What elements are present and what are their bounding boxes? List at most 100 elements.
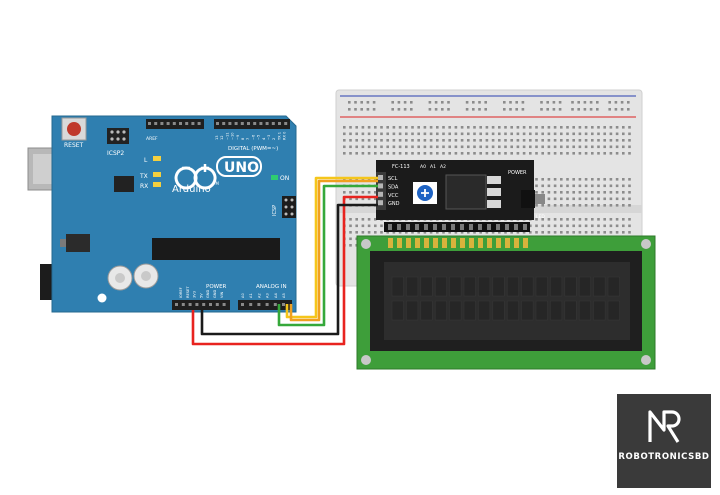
- breadboard-hole: [552, 101, 556, 104]
- analog-pin-label: A4: [274, 293, 278, 298]
- breadboard-hole: [467, 145, 470, 149]
- breadboard-hole: [367, 132, 371, 136]
- breadboard-hole: [529, 132, 532, 136]
- breadboard-hole: [591, 178, 594, 181]
- tx-led-label: TX: [139, 173, 148, 180]
- breadboard-hole: [541, 224, 544, 228]
- breadboard-hole: [591, 204, 594, 207]
- breadboard-hole: [628, 152, 631, 155]
- breadboard-hole: [535, 184, 538, 188]
- breadboard-hole: [485, 132, 489, 136]
- power-pin-label: GND: [213, 290, 217, 298]
- breadboard-hole: [628, 231, 631, 234]
- breadboard-hole: [436, 152, 439, 155]
- breadboard-hole: [535, 191, 538, 194]
- breadboard-hole: [529, 145, 532, 149]
- lcd-cell: [420, 300, 433, 321]
- i2c-pin-header: [376, 172, 386, 210]
- header-pin: [253, 122, 257, 125]
- breadboard-hole: [361, 191, 365, 194]
- breadboard-hole: [349, 197, 352, 201]
- wire-5v-red: [191, 195, 378, 346]
- lcd-pin: [478, 238, 483, 248]
- lcd-cell: [593, 300, 606, 321]
- fc113-label: FC-113: [392, 164, 410, 170]
- breadboard-hole: [411, 126, 414, 129]
- breadboard-hole: [628, 218, 631, 221]
- wire-scl-orange: [289, 179, 378, 322]
- header-pin: [197, 122, 201, 125]
- breadboard-hole: [515, 108, 518, 111]
- breadboard-hole: [571, 108, 574, 111]
- breadboard-hole: [448, 145, 451, 149]
- breadboard-hole: [566, 184, 569, 188]
- breadboard-hole: [609, 152, 613, 155]
- analog-pin-label: A0: [241, 293, 245, 298]
- lcd-pin: [415, 238, 420, 248]
- lcd-cell: [478, 276, 491, 297]
- header-pin: [185, 122, 189, 125]
- breadboard-hole: [355, 132, 358, 136]
- breadboard-hole: [553, 178, 557, 181]
- breadboard-hole: [491, 132, 495, 136]
- lcd-cell: [463, 300, 476, 321]
- breadboard-hole: [553, 184, 557, 188]
- header-pin: [284, 122, 288, 125]
- header-pin: [209, 303, 212, 306]
- breadboard-hole: [491, 139, 495, 142]
- breadboard-hole: [521, 101, 525, 104]
- breadboard-hole: [392, 139, 396, 142]
- breadboard-hole: [361, 132, 365, 136]
- breadboard-hole: [560, 178, 563, 181]
- breadboard-hole: [374, 197, 377, 201]
- breadboard-hole: [541, 132, 544, 136]
- breadboard-hole: [498, 139, 501, 142]
- breadboard-hole: [566, 139, 569, 142]
- breadboard-hole: [540, 108, 543, 111]
- breadboard-hole: [460, 145, 464, 149]
- breadboard-hole: [442, 126, 445, 129]
- breadboard-hole: [479, 139, 482, 142]
- i2c-lcd-pin: [505, 224, 509, 230]
- breadboard-hole: [578, 191, 582, 194]
- breadboard-hole: [411, 231, 414, 234]
- breadboard-hole: [529, 139, 532, 142]
- breadboard-hole: [603, 178, 606, 181]
- breadboard-hole: [578, 224, 582, 228]
- breadboard-hole: [541, 178, 544, 181]
- lcd-cell: [449, 300, 462, 321]
- breadboard-hole: [560, 126, 563, 129]
- breadboard-hole: [546, 108, 549, 111]
- analog-in-label: ANALOG IN: [256, 284, 287, 290]
- breadboard-hole: [628, 197, 631, 201]
- breadboard-hole: [547, 218, 551, 221]
- icsp-header: [282, 196, 296, 218]
- lcd-pin: [406, 238, 411, 248]
- breadboard-hole: [361, 145, 365, 149]
- breadboard-hole: [553, 224, 557, 228]
- breadboard-hole: [541, 191, 544, 194]
- header-pin: [148, 122, 151, 125]
- breadboard-hole: [560, 184, 563, 188]
- breadboard-hole: [367, 126, 371, 129]
- breadboard-hole: [366, 101, 370, 104]
- breadboard-hole: [397, 101, 401, 104]
- breadboard-hole: [615, 139, 619, 142]
- breadboard-hole: [465, 108, 469, 111]
- breadboard-hole: [491, 145, 495, 149]
- i2c-pin: [378, 191, 383, 197]
- header-pin: [278, 122, 281, 125]
- breadboard-hole: [615, 145, 619, 149]
- breadboard-hole: [597, 191, 600, 194]
- breadboard-hole: [553, 145, 557, 149]
- breadboard-hole: [583, 108, 587, 111]
- breadboard-hole: [460, 231, 464, 234]
- power-pin-label: IOREF: [179, 287, 183, 298]
- breadboard-hole: [591, 224, 594, 228]
- breadboard-hole: [349, 224, 352, 228]
- breadboard-hole: [405, 132, 408, 136]
- breadboard-hole: [509, 101, 512, 104]
- breadboard-hole: [578, 197, 582, 201]
- breadboard-hole: [628, 191, 631, 194]
- breadboard-hole: [491, 231, 495, 234]
